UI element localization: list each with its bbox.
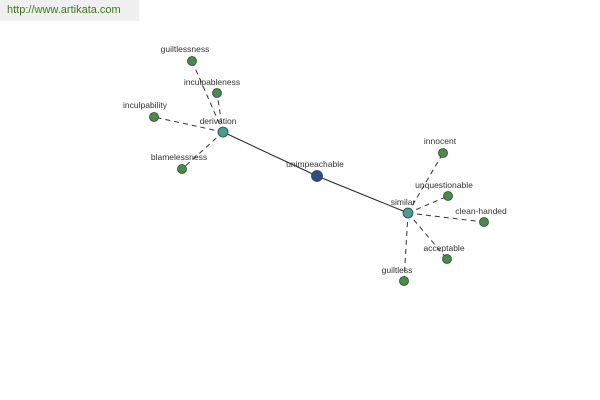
edge-derivation-inculpableness	[216, 92, 224, 133]
node-label-clean-handed: clean-handed	[455, 206, 507, 216]
node-guiltless[interactable]	[399, 276, 409, 286]
edge-derivation-blamelessness	[181, 131, 224, 170]
node-label-similar: similar	[391, 197, 416, 207]
node-unimpeachable[interactable]	[311, 170, 323, 182]
node-unquestionable[interactable]	[443, 191, 453, 201]
node-innocent[interactable]	[438, 148, 448, 158]
node-label-derivation: derivation	[200, 116, 237, 126]
node-label-guiltlessness: guiltlessness	[161, 44, 210, 54]
node-label-blamelessness: blamelessness	[151, 152, 207, 162]
labels-layer: unimpeachable derivation similar guiltlessn…	[123, 44, 507, 275]
edge-derivation-inculpability	[153, 116, 224, 133]
node-label-inculpability: inculpability	[123, 100, 168, 110]
edge-unimpeachable-derivation	[222, 131, 318, 177]
node-inculpability[interactable]	[149, 112, 159, 122]
node-label-acceptable: acceptable	[423, 243, 464, 253]
edges-layer	[153, 60, 485, 282]
edge-similar-innocent	[407, 152, 444, 214]
node-similar[interactable]	[402, 207, 414, 219]
node-acceptable[interactable]	[442, 254, 452, 264]
node-derivation[interactable]	[217, 126, 229, 138]
edge-unimpeachable-similar	[316, 175, 409, 214]
edge-similar-acceptable	[407, 212, 448, 260]
node-label-guiltless: guiltless	[382, 265, 413, 275]
node-label-innocent: innocent	[424, 136, 457, 146]
edge-derivation-guiltlessness	[191, 60, 224, 133]
node-label-unquestionable: unquestionable	[415, 180, 473, 190]
edge-similar-clean-handed	[407, 212, 485, 223]
watermark-url[interactable]: http://www.artikata.com	[0, 0, 139, 21]
edge-similar-unquestionable	[407, 195, 449, 214]
node-inculpableness[interactable]	[212, 88, 222, 98]
edge-similar-guiltless	[403, 212, 409, 282]
node-guiltlessness[interactable]	[187, 56, 197, 66]
node-blamelessness[interactable]	[177, 164, 187, 174]
node-label-unimpeachable: unimpeachable	[286, 159, 344, 169]
node-clean-handed[interactable]	[479, 217, 489, 227]
nodes-layer	[149, 56, 489, 286]
node-label-inculpableness: inculpableness	[184, 77, 240, 87]
